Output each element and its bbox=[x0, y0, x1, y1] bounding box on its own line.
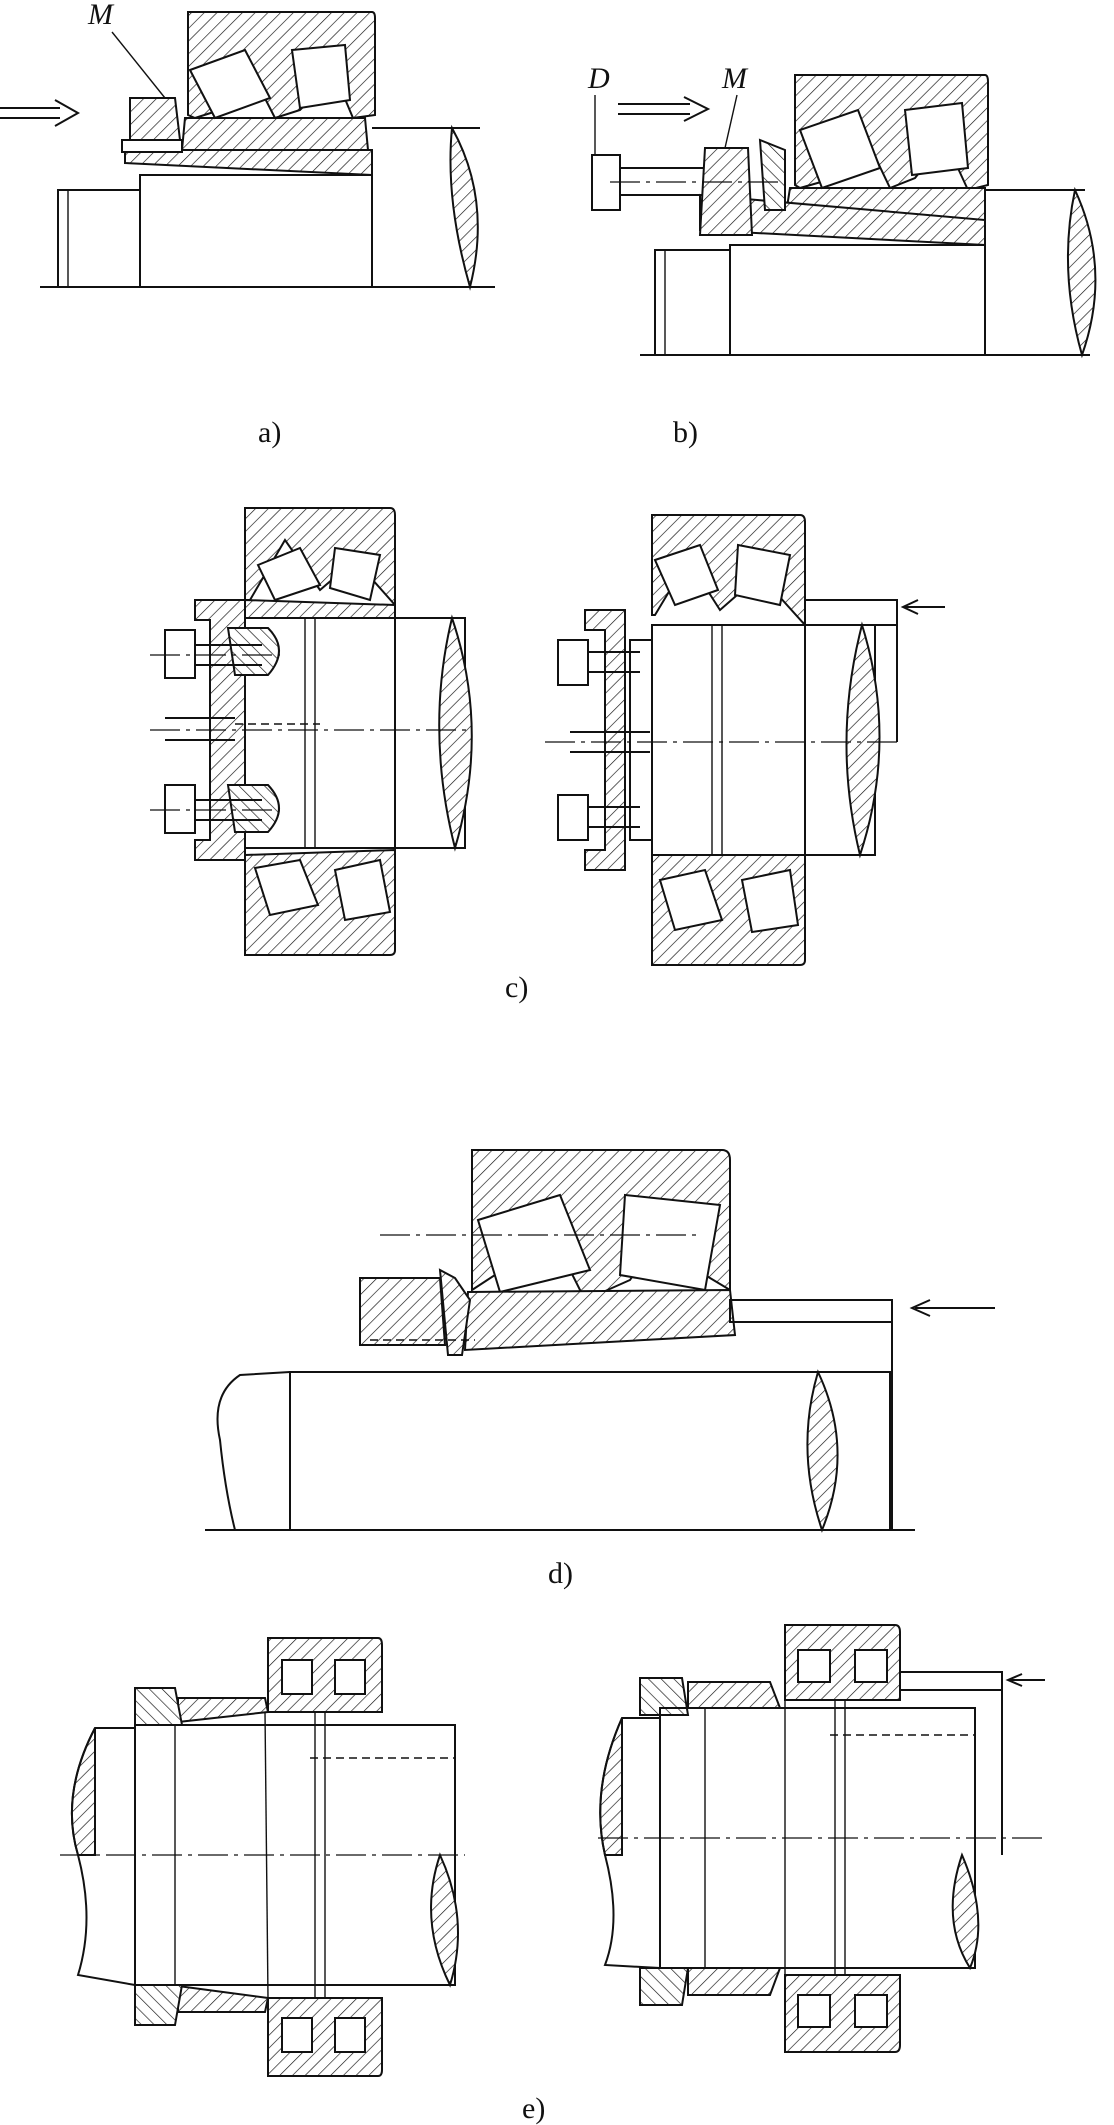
sleeve-d bbox=[729, 1299, 893, 1323]
roller-a-right bbox=[290, 43, 352, 110]
shaft-c2 bbox=[651, 624, 806, 856]
nut-d bbox=[359, 1277, 447, 1346]
nut-e2-bot bbox=[639, 1967, 690, 2006]
roller-c1-top-r bbox=[328, 546, 382, 602]
shaft-break-e1-right bbox=[430, 1852, 459, 1988]
inner-ring-c1-top bbox=[244, 598, 396, 619]
shaft-break-e2-right bbox=[951, 1852, 980, 1971]
roller-e2-bot-r bbox=[854, 1994, 888, 2028]
shaft-break-d bbox=[806, 1369, 839, 1533]
roller-e1-top-r bbox=[334, 1659, 366, 1695]
hook-c1-bot bbox=[226, 784, 280, 833]
roller-c1-bot-r bbox=[333, 858, 392, 922]
arrow-a bbox=[0, 99, 81, 127]
nut-e1-top bbox=[134, 1687, 184, 1726]
sleeve-e1-bot bbox=[177, 1984, 270, 2013]
roller-b-left bbox=[798, 108, 882, 190]
roller-c2-bot-l bbox=[658, 868, 724, 932]
roller-c2-bot-r bbox=[740, 868, 800, 934]
nut-b bbox=[698, 147, 754, 236]
diagram-e-right: e) bbox=[522, 1624, 1045, 2125]
block-b bbox=[654, 249, 731, 356]
roller-a-left bbox=[188, 48, 272, 120]
roller-b-right bbox=[903, 101, 970, 177]
label-M-b: M bbox=[721, 62, 749, 95]
bolt-head-b bbox=[591, 154, 621, 211]
roller-d-right bbox=[618, 1193, 722, 1292]
roller-e1-bot-l bbox=[281, 2017, 313, 2053]
shaft-d bbox=[289, 1371, 891, 1531]
arrow-c2 bbox=[900, 599, 945, 615]
caption-d: d) bbox=[548, 1557, 573, 1590]
bolt-head-c2-top bbox=[557, 639, 589, 686]
roller-c2-top-l bbox=[653, 543, 720, 607]
nut-e1-bot bbox=[134, 1984, 184, 2026]
roller-e1-bot-r bbox=[334, 2017, 366, 2053]
roller-d-left bbox=[476, 1193, 592, 1294]
shaft-a bbox=[139, 174, 373, 288]
roller-c1-top-l bbox=[256, 546, 322, 602]
roller-e1-top-l bbox=[281, 1659, 313, 1695]
roller-c1-bot-l bbox=[253, 858, 320, 917]
inner-ring-a bbox=[180, 117, 370, 151]
sleeve-e1-top bbox=[177, 1697, 270, 1724]
arrow-d bbox=[909, 1299, 995, 1317]
shaft-break-e1-left bbox=[70, 1727, 96, 1856]
outer-ring-c1-top bbox=[244, 507, 396, 608]
roller-c2-top-r bbox=[733, 543, 792, 607]
caption-c: c) bbox=[505, 971, 528, 1004]
bolt-head-c2-bot bbox=[557, 794, 589, 841]
diagram-b: D M b) bbox=[587, 62, 1097, 449]
nut-ring-a bbox=[121, 139, 183, 153]
shaft-break-b bbox=[1066, 186, 1097, 359]
sleeve-a bbox=[124, 149, 373, 177]
block-a bbox=[57, 189, 141, 288]
shaft-break-a bbox=[449, 124, 479, 291]
sleeve-e2-bot bbox=[687, 1967, 782, 1996]
roller-e2-bot-l bbox=[797, 1994, 831, 2028]
sleeve-tube-e2 bbox=[899, 1671, 1003, 1691]
caption-a: a) bbox=[258, 416, 281, 449]
shaft-break-e2-left bbox=[599, 1717, 623, 1856]
shaft-b bbox=[729, 244, 986, 356]
bolt-head-c1-bot bbox=[164, 784, 196, 834]
label-D-b: D bbox=[587, 62, 610, 95]
shaft-break-c2 bbox=[845, 621, 881, 859]
caption-b: b) bbox=[673, 416, 698, 449]
diagram-e-left bbox=[60, 1637, 465, 2077]
lockwasher-d bbox=[438, 1268, 472, 1356]
nut-e2-top bbox=[639, 1677, 690, 1716]
shaft-break-c1 bbox=[438, 614, 473, 852]
roller-e2-top-l bbox=[797, 1649, 831, 1683]
roller-e2-top-r bbox=[854, 1649, 888, 1683]
label-M-a: M bbox=[87, 0, 115, 31]
diagram-a: M a) bbox=[0, 0, 495, 449]
arrow-b bbox=[618, 96, 711, 122]
caption-e: e) bbox=[522, 2092, 545, 2125]
arrow-e2 bbox=[1005, 1673, 1045, 1687]
plate-b bbox=[758, 138, 786, 211]
diagram-c-left bbox=[150, 507, 473, 956]
sleeve-e2-top bbox=[687, 1681, 782, 1709]
hook-c1-top bbox=[226, 627, 280, 676]
nut-a bbox=[129, 97, 182, 141]
diagram-d: d) bbox=[205, 1149, 995, 1590]
diagram-c-right: c) bbox=[505, 514, 945, 1004]
sleeve-tube-c2 bbox=[804, 599, 898, 626]
inner-ring-d bbox=[463, 1288, 737, 1352]
plate-c2 bbox=[584, 609, 626, 871]
bolt-head-c1-top bbox=[164, 629, 196, 679]
